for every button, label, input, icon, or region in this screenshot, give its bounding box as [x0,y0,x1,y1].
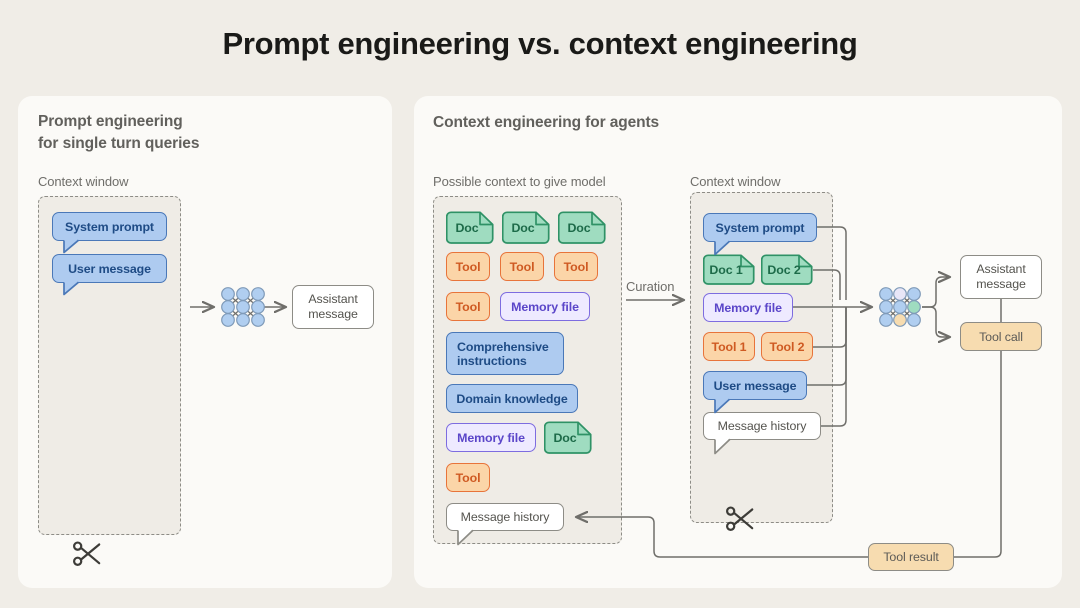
node-doc-1-context[interactable]: Doc 1 [702,254,755,285]
node-tool-call[interactable]: Tool call [960,322,1042,351]
node-user-message-right[interactable]: User message [703,371,807,400]
page-title: Prompt engineering vs. context engineeri… [222,26,858,61]
node-tool-1[interactable]: Tool [446,252,490,281]
right-panel-heading: Context engineering for agents [433,114,660,131]
left-panel-heading-line1: Prompt engineering [38,113,183,130]
comprehensive-line2: instructions [457,353,527,368]
right-context-window-label: Context window [690,174,781,189]
assistant-line1: Assistant [308,292,358,306]
left-context-window-label: Context window [38,174,129,189]
node-comprehensive-instructions[interactable]: Comprehensive instructions [446,332,564,375]
node-memory-file-1[interactable]: Memory file [500,292,590,321]
assistant-line2: message [976,277,1026,291]
node-memory-file-2[interactable]: Memory file [446,423,536,452]
node-tool-1-context[interactable]: Tool 1 [703,332,755,361]
node-user-message-left[interactable]: User message [52,254,167,283]
node-doc-4[interactable]: Doc [543,421,592,454]
comprehensive-line1: Comprehensive [457,339,549,354]
node-tool-4[interactable]: Tool [446,292,490,321]
node-system-prompt-left[interactable]: System prompt [52,212,167,241]
node-doc-1[interactable]: Doc [445,211,494,244]
node-doc-3[interactable]: Doc [557,211,606,244]
node-memory-file-context[interactable]: Memory file [703,293,793,322]
node-assistant-message-left: Assistant message [292,285,374,329]
left-panel-heading-line2: for single turn queries [38,135,200,152]
node-message-history-pool[interactable]: Message history [446,503,564,531]
node-doc-2-context[interactable]: Doc 2 [760,254,813,285]
node-system-prompt-right[interactable]: System prompt [703,213,817,242]
assistant-line2: message [308,307,358,321]
node-tool-3[interactable]: Tool [554,252,598,281]
possible-context-label: Possible context to give model [433,174,606,189]
node-tool-5[interactable]: Tool [446,463,490,492]
node-tool-2-context[interactable]: Tool 2 [761,332,813,361]
node-tool-result[interactable]: Tool result [868,543,954,571]
node-tool-2[interactable]: Tool [500,252,544,281]
node-domain-knowledge[interactable]: Domain knowledge [446,384,578,413]
curation-label: Curation [626,279,675,294]
assistant-line1: Assistant [976,262,1026,276]
left-context-window-box [38,196,181,535]
node-message-history-context[interactable]: Message history [703,412,821,440]
node-assistant-message-right: Assistant message [960,255,1042,299]
node-doc-2[interactable]: Doc [501,211,550,244]
